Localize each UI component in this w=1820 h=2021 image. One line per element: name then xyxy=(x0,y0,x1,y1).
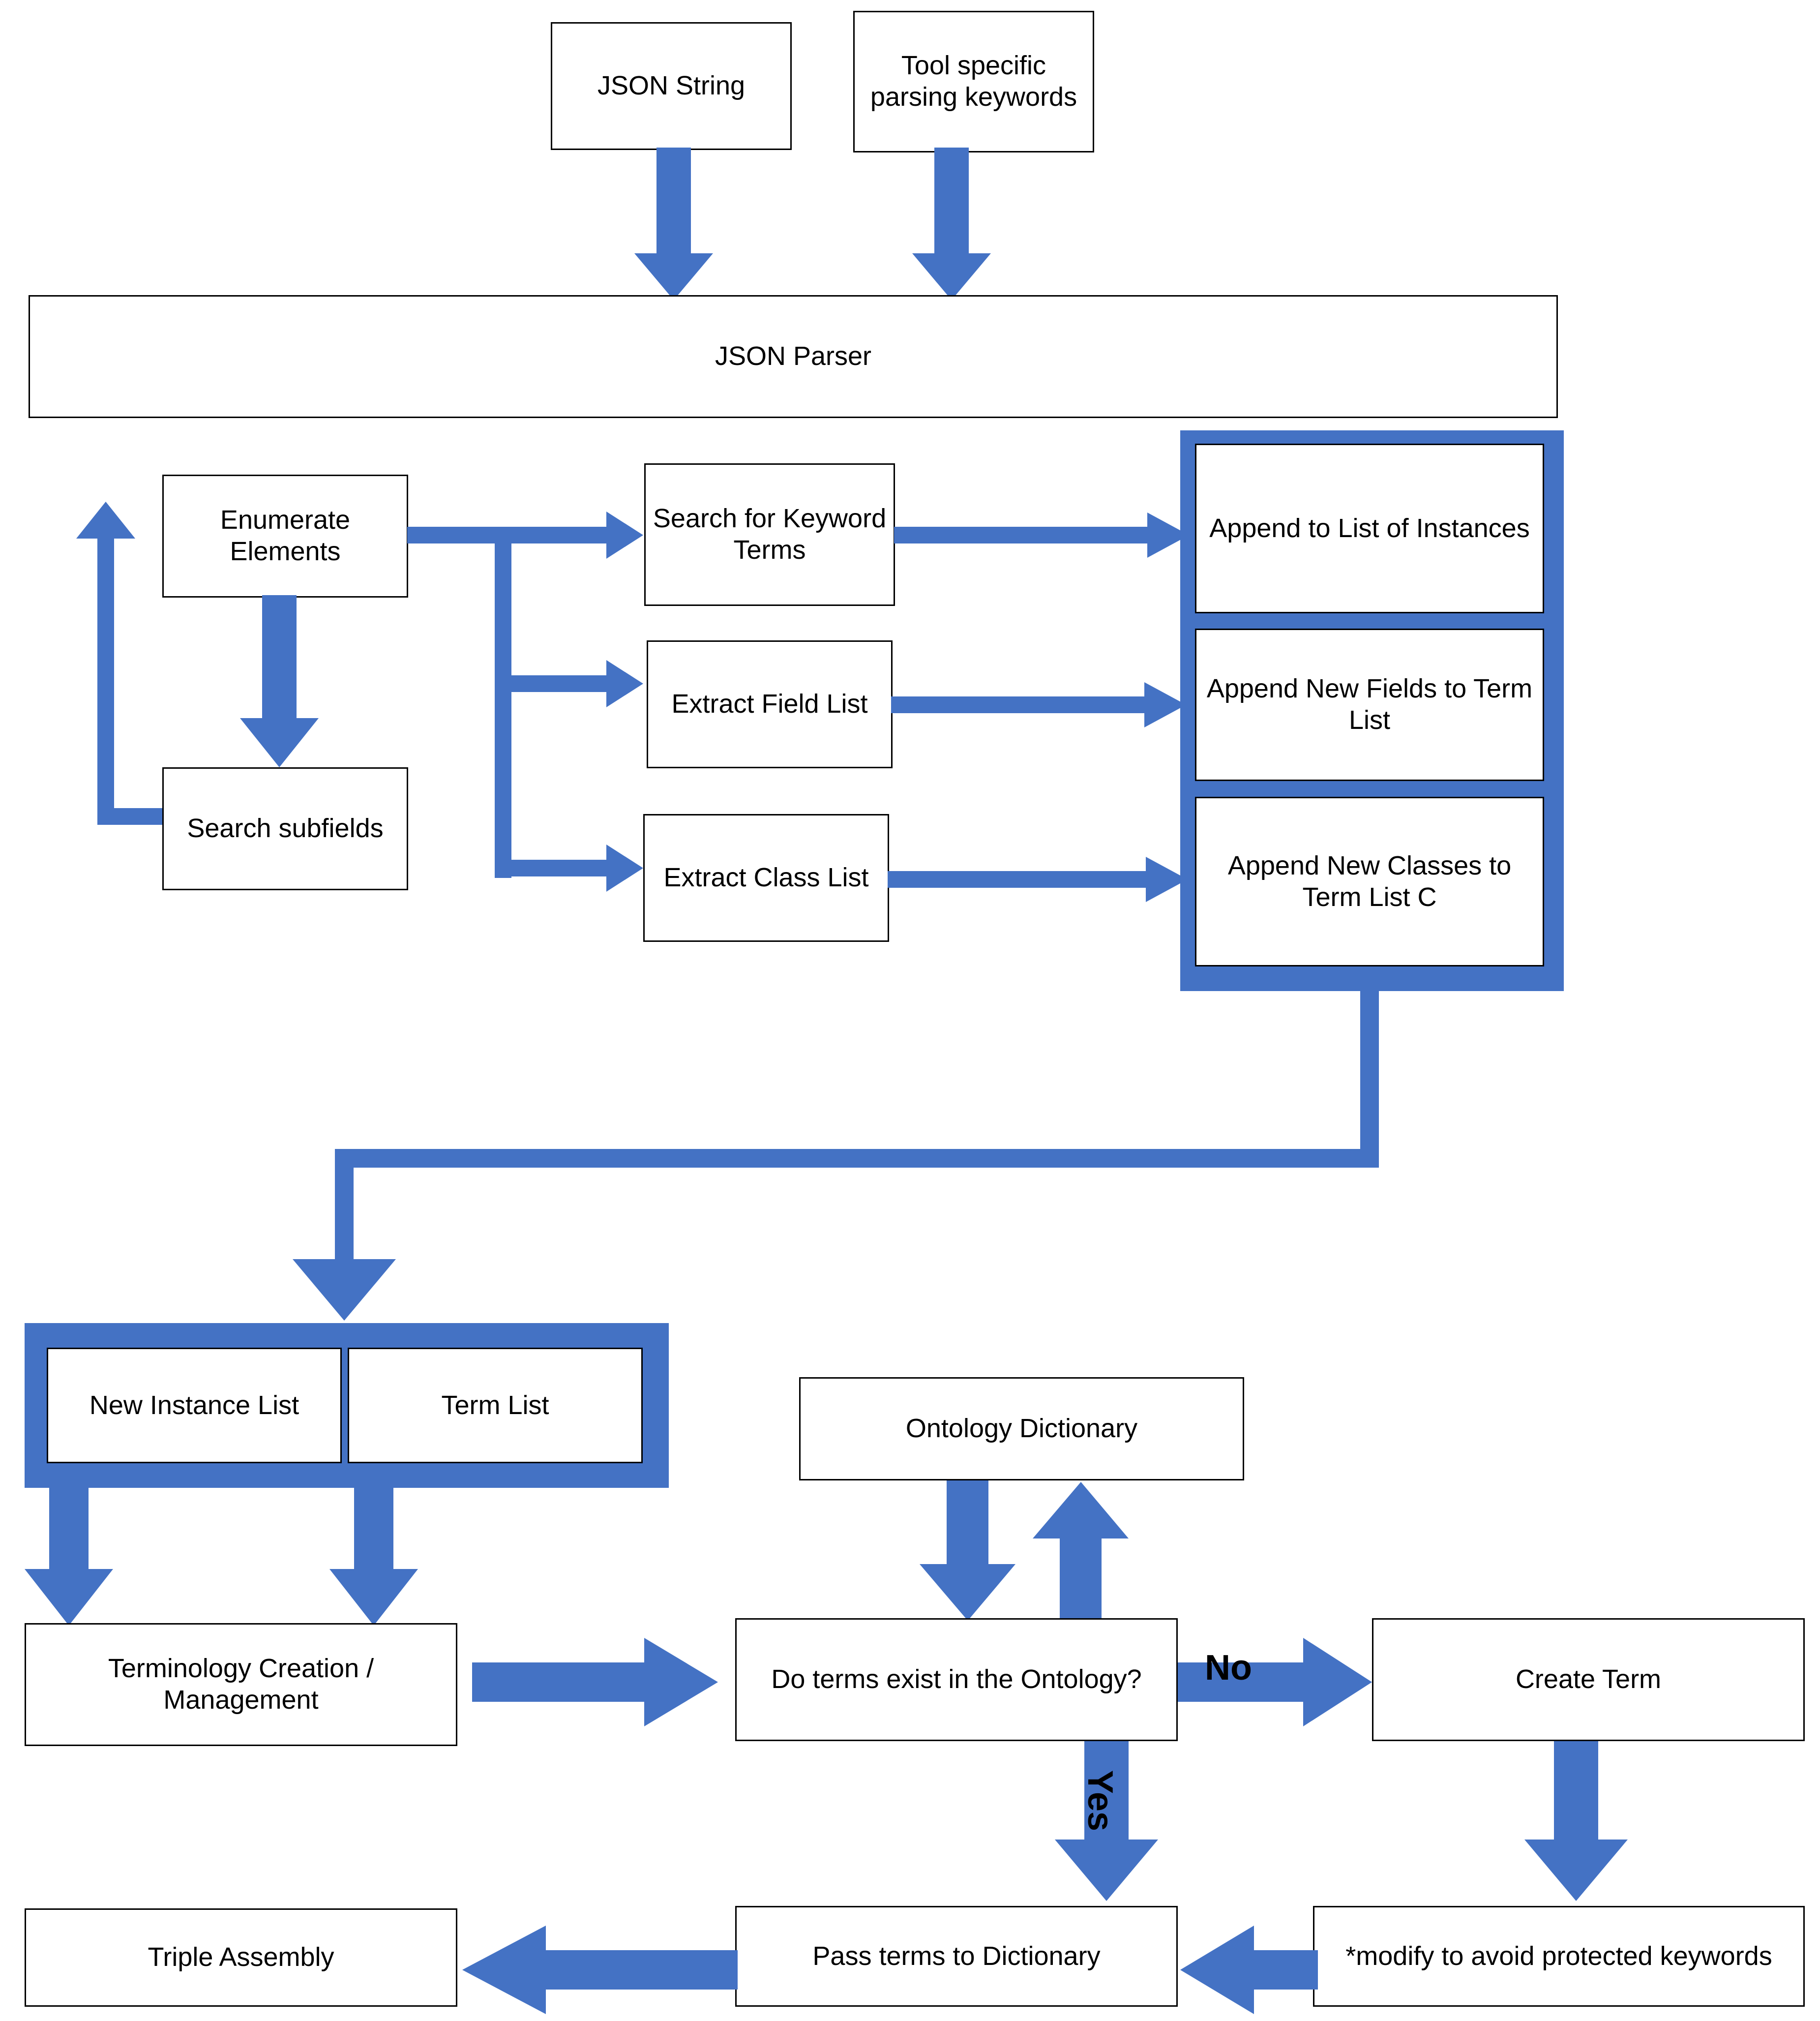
node-extract-class-list: Extract Class List xyxy=(643,814,889,942)
node-triple-assembly: Triple Assembly xyxy=(25,1908,457,2007)
node-json-parser: JSON Parser xyxy=(29,295,1558,418)
node-append-instances: Append to List of Instances xyxy=(1195,444,1544,613)
arrow-enumerate-to-extractors xyxy=(407,512,643,892)
node-enumerate-elements: Enumerate Elements xyxy=(162,475,408,598)
node-term-list: Term List xyxy=(348,1348,643,1463)
node-search-keyword-terms: Search for Keyword Terms xyxy=(644,463,895,606)
node-create-term: Create Term xyxy=(1372,1618,1805,1741)
node-new-instance-list: New Instance List xyxy=(47,1348,342,1463)
node-pass-terms: Pass terms to Dictionary xyxy=(735,1906,1178,2007)
arrow-term-list-down xyxy=(329,1485,418,1626)
arrow-field-to-append-fields xyxy=(891,682,1186,727)
arrow-ontology-down xyxy=(920,1480,1015,1621)
node-append-fields: Append New Fields to Term List xyxy=(1195,629,1544,781)
arrow-enumerate-loop xyxy=(76,502,162,825)
arrow-json-string-to-parser xyxy=(634,148,713,300)
edge-label-no: No xyxy=(1205,1648,1252,1688)
arrow-ontology-up xyxy=(1033,1482,1129,1623)
arrow-yes-down xyxy=(1055,1741,1158,1901)
node-tool-keywords: Tool specific parsing keywords xyxy=(853,11,1094,152)
arrow-enumerate-to-subfields xyxy=(240,595,319,767)
arrow-modify-to-pass xyxy=(1180,1926,1318,2014)
node-search-subfields: Search subfields xyxy=(162,767,408,890)
node-extract-field-list: Extract Field List xyxy=(647,640,893,768)
arrow-tool-keywords-to-parser xyxy=(912,148,991,300)
node-append-classes: Append New Classes to Term List C xyxy=(1195,797,1544,966)
node-modify-keywords: *modify to avoid protected keywords xyxy=(1313,1906,1805,2007)
arrow-keyword-to-append-instances xyxy=(894,513,1189,558)
node-json-string: JSON String xyxy=(551,22,792,150)
edge-label-yes: Yes xyxy=(1080,1770,1120,1832)
arrow-instance-list-down xyxy=(25,1485,113,1626)
arrow-append-group-to-lists xyxy=(293,989,1379,1321)
arrow-pass-to-triple xyxy=(462,1926,738,2014)
arrow-class-to-append-classes xyxy=(888,857,1188,902)
node-do-terms-exist: Do terms exist in the Ontology? xyxy=(735,1618,1178,1741)
node-terminology-creation: Terminology Creation / Management xyxy=(25,1623,457,1746)
node-ontology-dictionary: Ontology Dictionary xyxy=(799,1377,1244,1480)
arrow-create-term-down xyxy=(1524,1741,1628,1901)
arrow-terminology-to-exist xyxy=(472,1638,718,1726)
arrow-no-to-create-term xyxy=(1178,1638,1372,1726)
